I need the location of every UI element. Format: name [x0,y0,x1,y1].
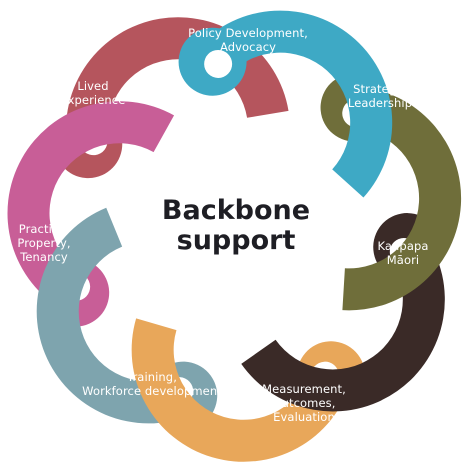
center-disc [140,136,332,328]
label-measurement-line-1: Measurement, [262,382,346,396]
label-practice-line-2: Property, [17,236,70,250]
label-policy-line-2: Advocacy [220,40,276,54]
label-practice-line-3: Tenancy [19,250,68,264]
label-training-line-2: Workforce development [82,384,222,398]
center-title-line-2: support [177,225,296,256]
koru-body-training [36,207,192,424]
label-practice-line-1: Practice, [19,222,70,236]
label-measurement-line-3: Evaluation [273,410,335,424]
label-lived-line-2: experience [61,93,126,107]
label-kaupapa-line-1: Kaupapa [377,239,428,253]
label-lived-line-1: Lived [77,79,108,93]
label-strategy-line-1: Strategy, [353,82,407,96]
label-policy-line-1: Policy Development, [188,26,308,40]
koru-curl-hole-policy [204,49,233,78]
center-title-line-1: Backbone [162,195,310,226]
label-strategy-line-2: Leadership [348,96,412,110]
koru-segment-policy [178,10,393,198]
koru-body-kaupapa [241,234,445,412]
koru-body-practice [7,101,175,312]
koru-labels: Policy Development,AdvocacyStrategy,Lead… [17,26,428,424]
label-measurement-line-2: Outcomes, [272,396,335,410]
label-training-line-1: Training, [126,370,177,384]
label-kaupapa-line-2: Māori [387,253,419,267]
koru-body-measurement [131,318,352,462]
koru-body-strategy [342,86,461,311]
